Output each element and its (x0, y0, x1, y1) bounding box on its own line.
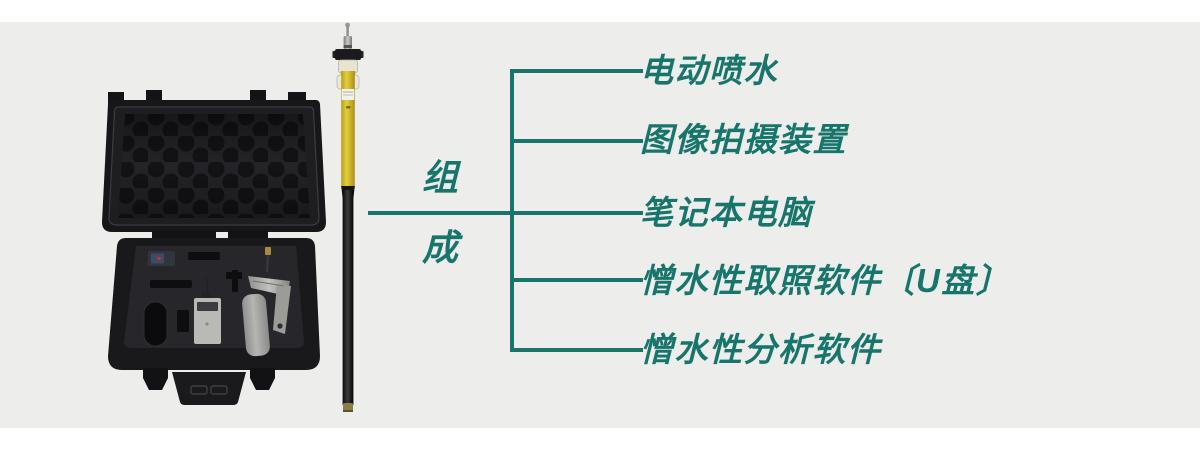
branch-line-4 (510, 278, 643, 282)
bracket-clamp (226, 270, 242, 292)
component-label-photo-software: 憎水性取照软件〔U盘〕 (640, 262, 1011, 299)
pole-clamp (332, 49, 364, 60)
transmitter-box (194, 278, 221, 344)
pole-end-cap (343, 403, 353, 412)
pole-yellow-section (341, 73, 355, 188)
root-label-bottom: 成 (421, 227, 458, 268)
root-connector-line (368, 211, 643, 215)
pole-label (341, 89, 355, 109)
component-label-analysis-software: 憎水性分析软件 (640, 331, 882, 368)
pole-black-section (342, 190, 354, 405)
case-handle (172, 372, 246, 405)
meter-device (148, 251, 175, 266)
branch-line-1 (510, 69, 643, 73)
bracket-trunk-line (510, 69, 514, 352)
telescopic-pole-photo (332, 22, 364, 412)
equipment-case-photo (102, 90, 326, 405)
case-tray (108, 238, 320, 370)
case-lid (102, 100, 326, 232)
cylinder-tool (143, 301, 168, 347)
case-latches (143, 368, 275, 390)
component-label-image-capture-device: 图像拍摄装置 (640, 121, 847, 158)
branch-line-2 (510, 139, 643, 143)
nozzle-pin (265, 247, 271, 273)
branch-line-5 (510, 348, 643, 352)
sprayer-head (248, 276, 291, 334)
pole-tip (343, 22, 352, 49)
case-hinges (152, 230, 268, 240)
root-label-top: 组 (421, 157, 458, 198)
component-label-electric-spray: 电动喷水 (640, 52, 778, 89)
component-label-laptop: 笔记本电脑 (640, 194, 813, 231)
spray-bottle (242, 293, 270, 357)
